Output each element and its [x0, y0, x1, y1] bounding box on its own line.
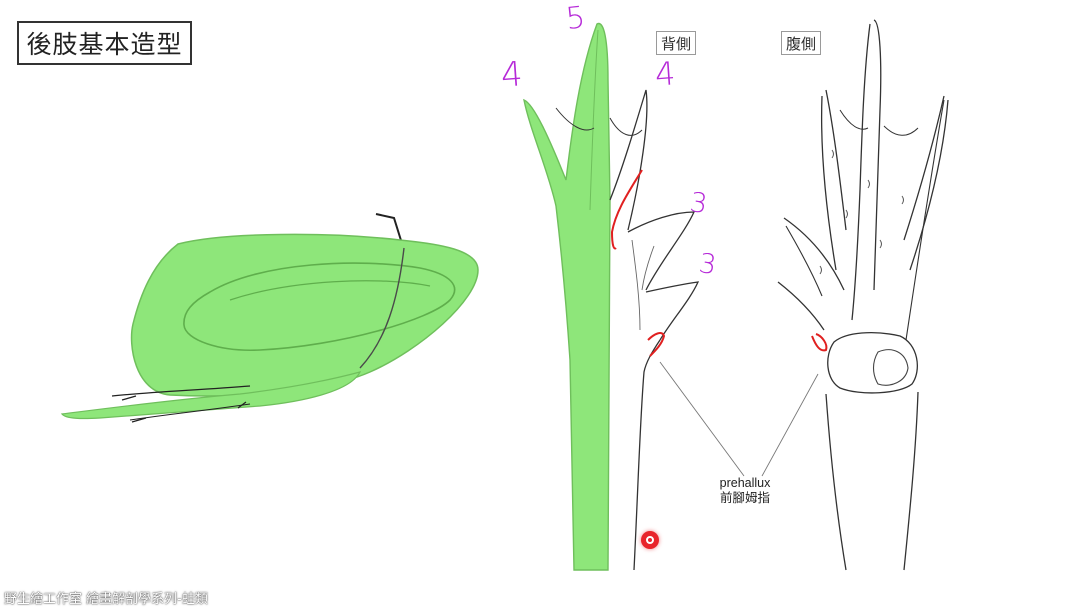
- toe-outline: [129, 403, 251, 421]
- subarticular-tubercles: [819, 149, 904, 275]
- toe-tip: [121, 395, 147, 423]
- webbing-line: [839, 109, 869, 130]
- digit-number-4-right: 4: [653, 54, 677, 94]
- digit-outline: [609, 89, 648, 231]
- thigh-shape: [130, 233, 479, 397]
- sole-pad-inner: [872, 349, 909, 386]
- label-ventral-view: 腹側: [781, 31, 821, 55]
- digit-number-5: 5: [564, 0, 587, 37]
- page-title: 後肢基本造型: [17, 21, 192, 65]
- red-mark-prehallux: [647, 332, 666, 357]
- sole-pad: [827, 332, 918, 394]
- dorsal-foot-drawing: [523, 22, 700, 571]
- leg-outline: [825, 393, 847, 571]
- digit-outline: [777, 281, 825, 331]
- prehallux-annotation: prehallux 前腳姆指: [700, 476, 790, 506]
- digit-number-4-left: 4: [499, 54, 525, 96]
- side-view-leg-drawing: [60, 213, 479, 423]
- digit-outline: [873, 19, 882, 291]
- red-mark-spur: [610, 169, 643, 250]
- knee-fold-line: [359, 247, 405, 369]
- annotation-chinese: 前腳姆指: [719, 491, 770, 505]
- digit-outline: [909, 99, 949, 271]
- leader-line: [761, 373, 819, 477]
- digit-outline: [783, 217, 845, 291]
- digit-outline: [903, 95, 945, 241]
- webbing-line: [883, 125, 919, 136]
- digit-outline: [645, 281, 700, 341]
- highlighted-digits: [523, 22, 611, 571]
- digit-outline: [820, 95, 837, 271]
- red-mark-prehallux: [811, 333, 828, 352]
- digit-crease: [641, 245, 655, 291]
- label-dorsal-view: 背側: [656, 31, 696, 55]
- digit-outline: [851, 23, 871, 321]
- webbing-line: [555, 107, 595, 131]
- leg-outline: [903, 391, 919, 571]
- webbing-line: [609, 117, 643, 136]
- digit-outline: [825, 89, 847, 231]
- digit-outline: [785, 225, 823, 297]
- studio-watermark: 野生繪工作室 繪畫解剖學系列-蛙類: [4, 592, 208, 607]
- foot-shape: [60, 371, 362, 420]
- digit-crease: [589, 29, 599, 211]
- red-dot-pointer-icon: [641, 531, 659, 549]
- toe-outline: [111, 385, 251, 397]
- toe-detail: [237, 401, 247, 409]
- shin-contour: [183, 262, 456, 351]
- leader-line: [659, 361, 745, 477]
- annotation-latin: prehallux: [719, 476, 771, 490]
- ventral-foot-drawing: [777, 19, 949, 571]
- shin-inner-line: [229, 280, 431, 301]
- digit-outline: [905, 99, 945, 341]
- digit-outline: [627, 211, 696, 291]
- digit-crease: [631, 239, 641, 331]
